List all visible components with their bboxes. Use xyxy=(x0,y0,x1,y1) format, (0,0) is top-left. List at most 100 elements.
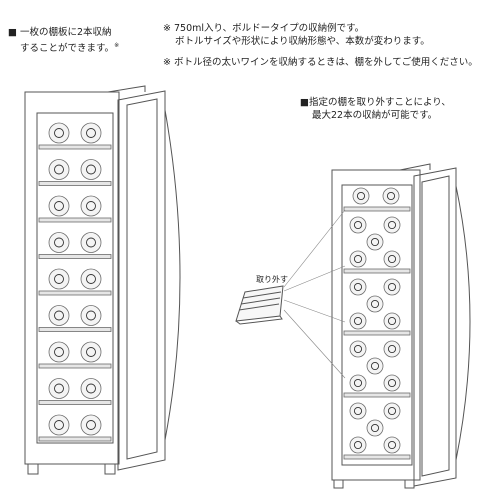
removed-shelf xyxy=(235,285,284,325)
bottle-neck xyxy=(387,316,397,326)
bottle-neck xyxy=(370,237,380,247)
left-cooler-body xyxy=(24,91,120,465)
bottle-neck xyxy=(387,254,397,264)
right-shelf xyxy=(343,330,411,336)
bottle-base xyxy=(48,268,70,290)
left-shelf xyxy=(38,144,112,150)
bottle-neck xyxy=(370,361,380,371)
bottle-neck xyxy=(54,164,64,175)
left-shelf xyxy=(38,327,112,332)
left-shelf xyxy=(38,217,112,223)
bottle-base xyxy=(349,436,367,454)
guide-line-3 xyxy=(283,299,346,323)
capacity-note-line2: ボトルサイズや形状により収納形態や、本数が変わります。 xyxy=(175,36,430,47)
bottle-base xyxy=(48,378,70,399)
bottle-base xyxy=(349,216,367,234)
bottle-base xyxy=(80,268,102,290)
bottle-neck xyxy=(387,344,397,354)
bottle-base xyxy=(349,340,367,358)
bottle-neck xyxy=(387,220,397,230)
bottle-neck xyxy=(353,406,363,416)
bottle-neck xyxy=(387,378,397,388)
bottle-base xyxy=(80,195,102,217)
bottle-base xyxy=(383,436,401,454)
bottle-base xyxy=(48,232,70,253)
bottle-neck xyxy=(356,191,366,201)
bottle-neck xyxy=(353,282,363,292)
right-wine-cooler xyxy=(331,163,471,489)
remove-shelf-label: 取り外す xyxy=(256,275,288,284)
removed-shelf-slats xyxy=(238,291,282,311)
bottle-base xyxy=(80,305,102,326)
bottle-base xyxy=(48,122,70,144)
right-shelf xyxy=(343,268,411,274)
left-top-hinge xyxy=(107,85,146,93)
right-shelf xyxy=(343,392,411,398)
left-note-mark: ※ xyxy=(114,42,120,49)
bottle-neck xyxy=(387,440,397,450)
removal-guide-lines xyxy=(283,209,346,379)
bottle-base xyxy=(349,402,367,420)
bottle-neck xyxy=(86,201,96,211)
shelf-removal-note: ■指定の棚を取り外すことにより、 最大22本の収納が可能です。 xyxy=(300,96,451,122)
bottle-base xyxy=(383,278,401,296)
bottle-neck xyxy=(54,383,64,394)
right-foot-front xyxy=(333,479,344,489)
bottle-base xyxy=(48,341,70,363)
right-door-arc xyxy=(455,185,471,461)
bottle-base xyxy=(366,233,384,251)
bottle-neck xyxy=(54,237,64,248)
bottle-neck xyxy=(353,440,363,450)
large-bottle-note-line: ※ ボトル径の太いワインを収納するときは、棚を外してご使用ください。 xyxy=(163,57,478,68)
bottle-neck xyxy=(370,423,380,433)
bottle-neck xyxy=(86,274,96,284)
bottle-neck xyxy=(353,316,363,326)
left-shelf xyxy=(38,254,112,259)
left-wine-cooler xyxy=(24,85,181,475)
bottle-base xyxy=(349,250,367,268)
bottle-base xyxy=(80,414,102,436)
bottle-base xyxy=(366,419,384,437)
bottle-neck xyxy=(86,383,96,394)
right-cooler-body xyxy=(331,169,421,481)
bottle-neck xyxy=(353,378,363,388)
bottle-base xyxy=(80,232,102,253)
left-door-glass xyxy=(126,98,158,460)
guide-line-1 xyxy=(283,209,346,288)
bottle-base xyxy=(349,278,367,296)
left-note-line2: することができます。 xyxy=(20,43,115,55)
guide-line-4 xyxy=(283,309,346,379)
left-shelf xyxy=(38,363,112,369)
right-cooler-interior xyxy=(341,184,413,466)
bottle-base xyxy=(366,357,384,375)
bottle-base xyxy=(48,159,70,180)
bottle-base xyxy=(383,402,401,420)
bottle-base xyxy=(352,187,370,205)
bottle-base xyxy=(383,250,401,268)
bottle-neck xyxy=(54,420,64,430)
left-shelves xyxy=(38,144,112,442)
removed-shelf-edge xyxy=(235,315,283,325)
bottle-base xyxy=(383,374,401,392)
left-cooler-interior xyxy=(36,112,114,444)
bottle-neck xyxy=(370,299,380,309)
bottle-neck xyxy=(86,347,96,357)
bottle-neck xyxy=(386,191,396,201)
capacity-note-line1: ※ 750ml入り、ボルドータイプの収納例です。 xyxy=(163,23,365,34)
left-shelf xyxy=(38,436,112,442)
left-foot-front xyxy=(27,463,39,475)
large-bottle-note: ※ ボトル径の太いワインを収納するときは、棚を外してご使用ください。 xyxy=(163,56,478,69)
bottle-base xyxy=(80,378,102,399)
left-note-line2-wrap: することができます。※ xyxy=(8,39,119,55)
left-note-line1: ■ 一枚の棚板に2本収納 xyxy=(8,27,112,38)
right-shelf xyxy=(343,206,411,212)
bottle-base xyxy=(383,216,401,234)
bottle-neck xyxy=(353,254,363,264)
bottle-neck xyxy=(353,220,363,230)
left-shelf xyxy=(38,181,112,186)
bottle-base xyxy=(80,122,102,144)
right-shelves xyxy=(343,206,411,460)
left-open-door xyxy=(117,90,166,471)
left-door-arc xyxy=(164,109,181,441)
bottle-neck xyxy=(54,128,64,138)
